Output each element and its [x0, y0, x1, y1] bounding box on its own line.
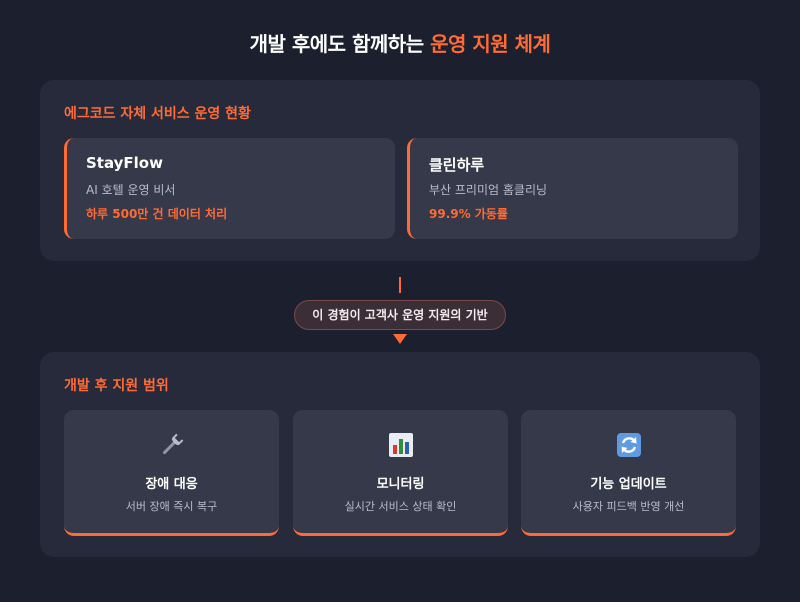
- support-card-monitoring: 모니터링 실시간 서비스 상태 확인: [293, 410, 508, 536]
- support-description: 사용자 피드백 반영 개선: [572, 500, 685, 513]
- page-title-accent: 운영 지원 체계: [430, 32, 551, 56]
- service-card-cleanharu: 클린하루 부산 프리미엄 홈클리닝 99.9% 가동률: [407, 138, 738, 239]
- wrench-icon: [64, 430, 279, 460]
- own-services-panel: 에그코드 자체 서비스 운영 현황 StayFlow AI 호텔 운영 비서 하…: [40, 80, 760, 261]
- support-label: 모니터링: [376, 477, 425, 492]
- page-title: 개발 후에도 함께하는 운영 지원 체계: [0, 28, 800, 57]
- connector-line: [399, 277, 401, 293]
- support-scope-panel: 개발 후 지원 범위 장애 대응 서버 장애 즉시 복구 모니터링 실시간 서비…: [40, 352, 760, 557]
- bridge-badge: 이 경험이 고객사 운영 지원의 기반: [294, 300, 506, 330]
- service-metric: 99.9% 가동률: [429, 207, 508, 221]
- bar-chart-icon: [293, 430, 508, 460]
- support-card-updates: 기능 업데이트 사용자 피드백 반영 개선: [521, 410, 736, 536]
- service-metric: 하루 500만 건 데이터 처리: [86, 207, 228, 221]
- support-description: 서버 장애 즉시 복구: [125, 500, 218, 513]
- support-label: 장애 대응: [145, 477, 198, 492]
- support-scope-title: 개발 후 지원 범위: [64, 378, 169, 394]
- page-title-main: 개발 후에도 함께하는: [249, 32, 431, 56]
- own-services-title: 에그코드 자체 서비스 운영 현황: [64, 106, 251, 122]
- service-card-stayflow: StayFlow AI 호텔 운영 비서 하루 500만 건 데이터 처리: [64, 138, 395, 239]
- support-description: 실시간 서비스 상태 확인: [344, 500, 457, 513]
- arrow-down-icon: [393, 334, 407, 344]
- refresh-icon: [521, 430, 736, 460]
- service-description: 부산 프리미엄 홈클리닝: [429, 183, 548, 197]
- service-description: AI 호텔 운영 비서: [86, 183, 176, 197]
- support-card-incident: 장애 대응 서버 장애 즉시 복구: [64, 410, 279, 536]
- service-name: StayFlow: [86, 154, 163, 172]
- service-name: 클린하루: [429, 156, 485, 174]
- support-label: 기능 업데이트: [590, 477, 667, 492]
